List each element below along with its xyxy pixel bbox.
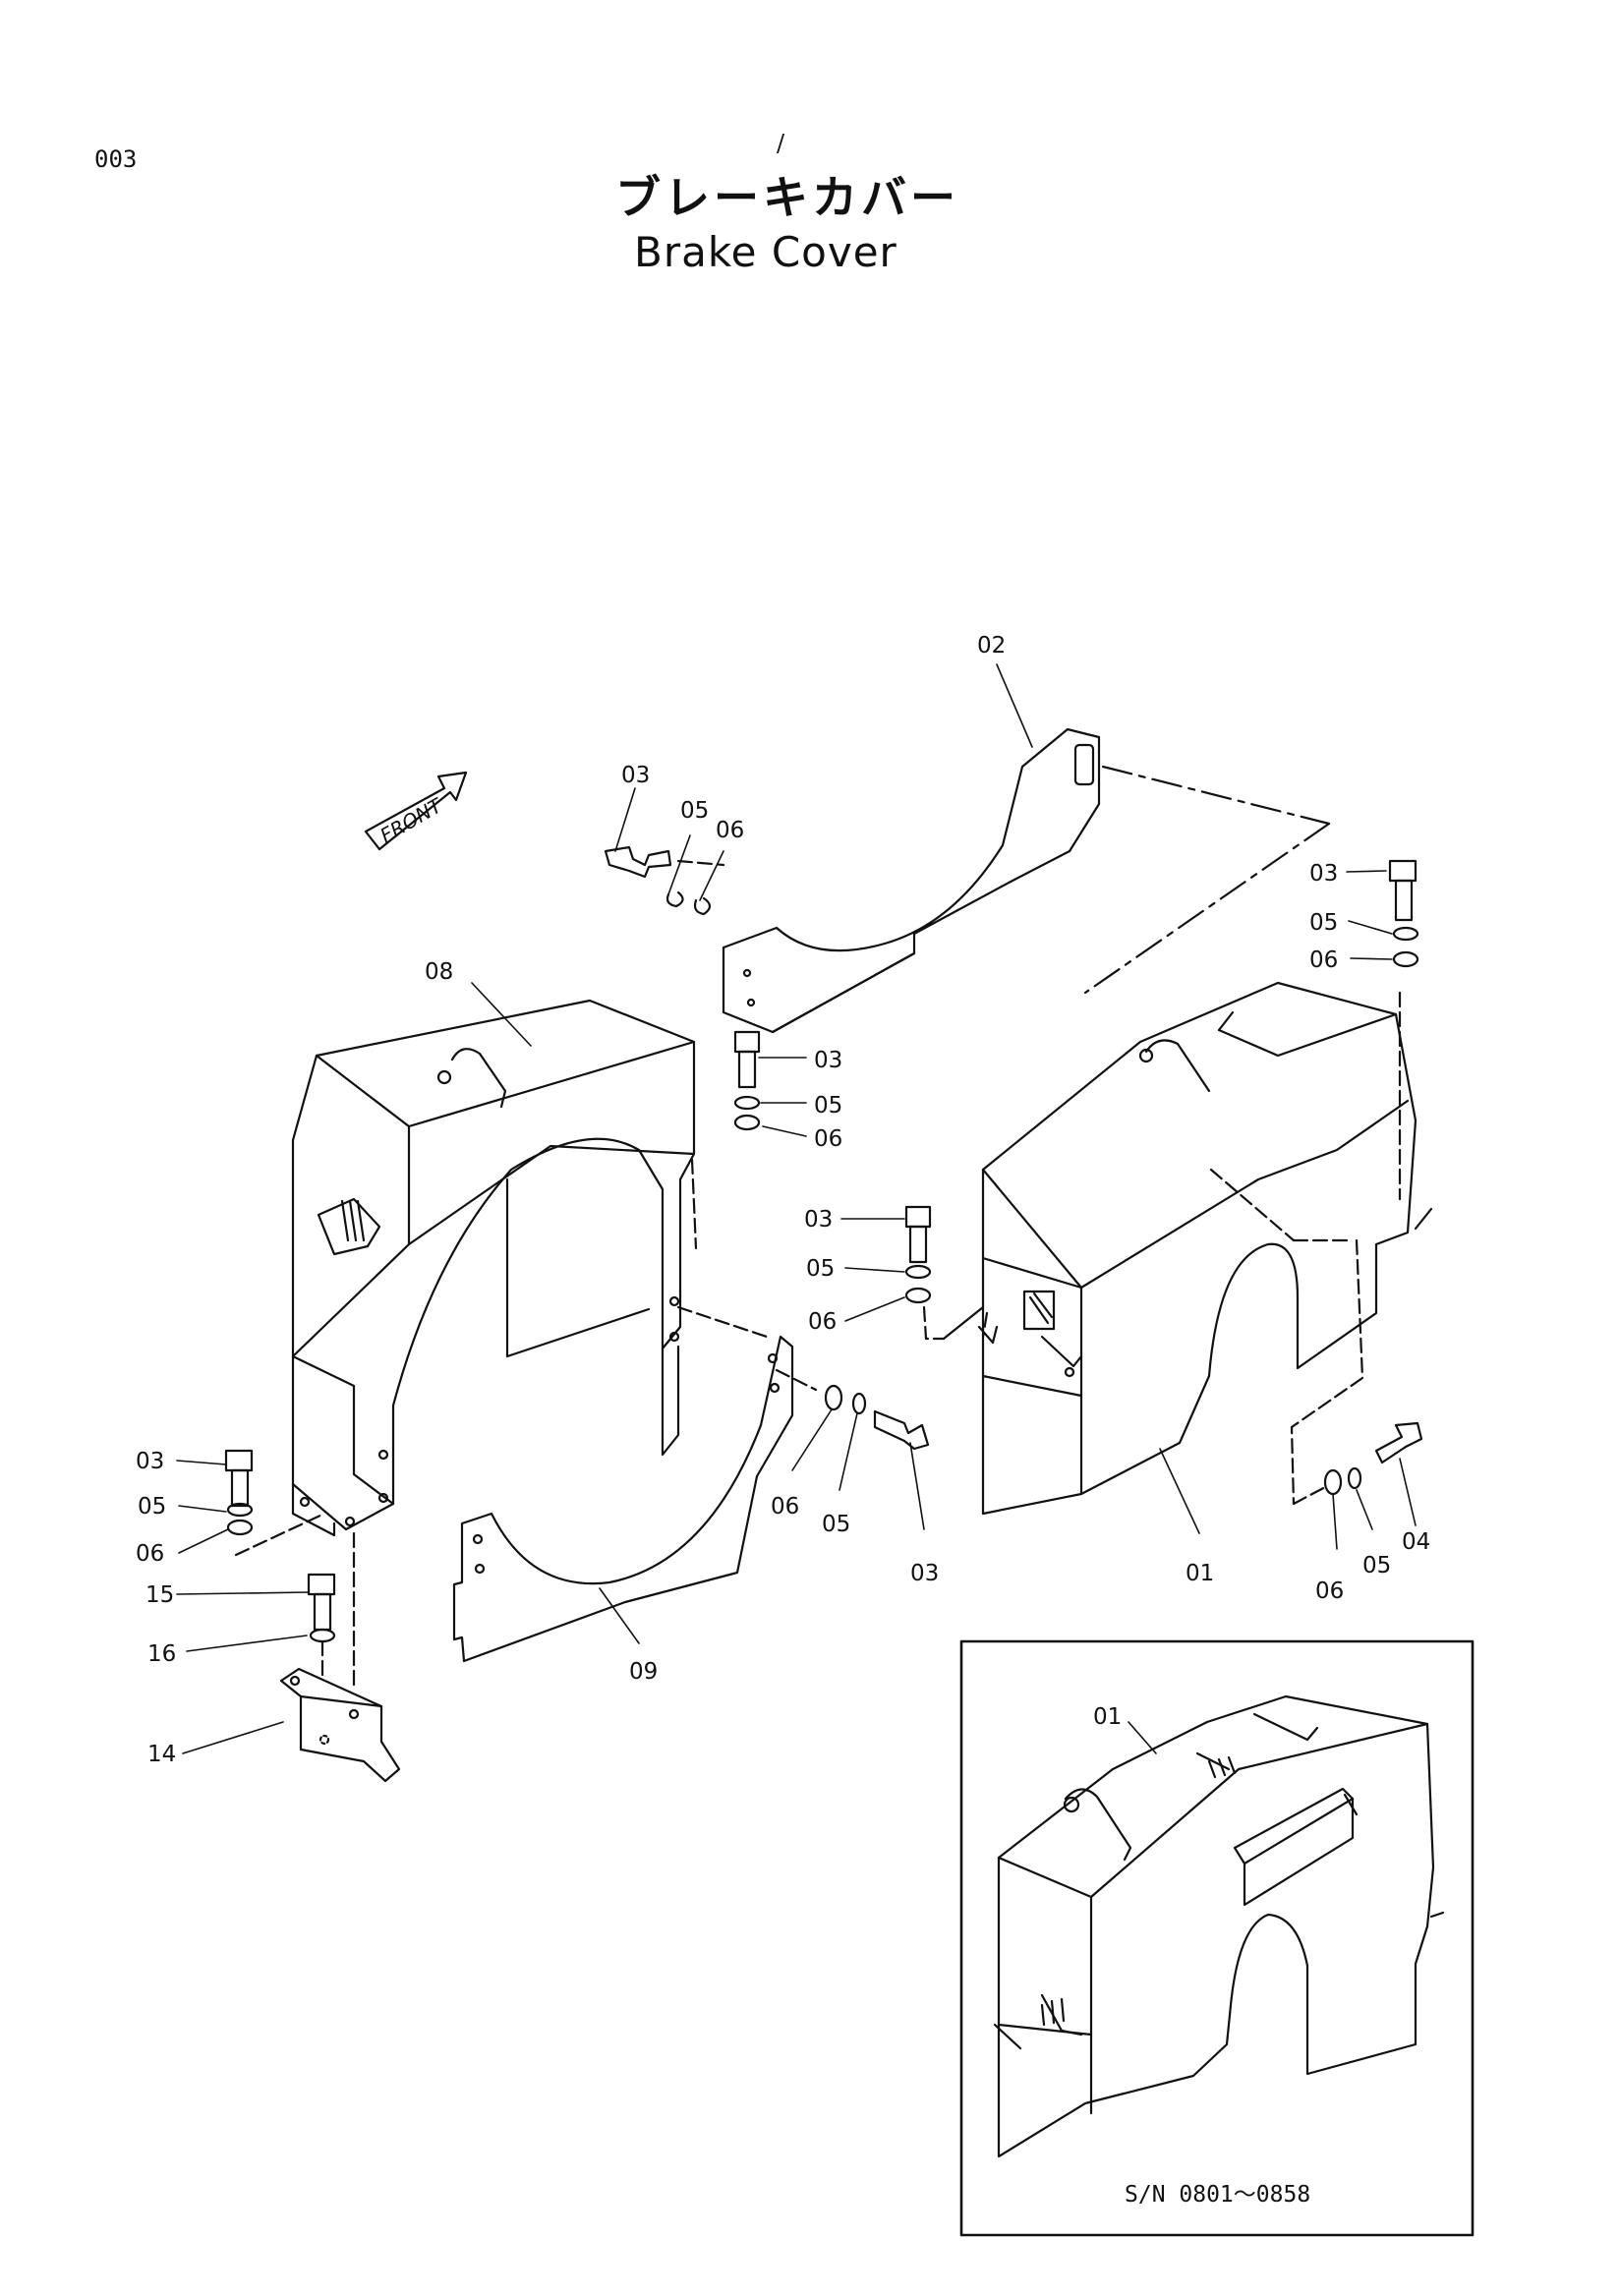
callout-03-mid: 03 — [814, 1048, 842, 1073]
title-english: Brake Cover — [634, 228, 897, 276]
callout-04-bottom-right: 04 — [1402, 1529, 1430, 1555]
front-arrow-icon: FRONT — [364, 771, 468, 851]
part-01-right-cover — [922, 981, 1433, 1516]
hardware-top — [604, 845, 725, 916]
callout-06-center: 06 — [808, 1309, 837, 1335]
part-09-lower-plate — [452, 1335, 818, 1663]
hardware-mid — [733, 1030, 761, 1131]
callout-14: 14 — [147, 1742, 176, 1767]
callout-05-top: 05 — [680, 798, 709, 824]
callout-02: 02 — [977, 633, 1006, 659]
callout-06-right: 06 — [1309, 947, 1338, 973]
part-08-left-cover — [234, 999, 769, 1693]
callout-03-low: 03 — [910, 1561, 939, 1586]
callout-03-right: 03 — [1309, 861, 1338, 887]
callout-03-center: 03 — [804, 1207, 833, 1233]
callout-05-center: 05 — [806, 1256, 835, 1282]
callout-08: 08 — [425, 959, 453, 985]
callout-06-left: 06 — [136, 1541, 164, 1567]
callout-05-low: 05 — [822, 1512, 850, 1537]
callout-06-bottom-right: 06 — [1315, 1578, 1344, 1604]
callout-05-left: 05 — [138, 1494, 166, 1520]
part-02-upper-plate — [722, 727, 1331, 1034]
hardware-bottom-right — [1292, 1421, 1423, 1506]
inset-panel: 01 S/N 0801～0858 — [959, 1639, 1475, 2237]
front-arrow-label: FRONT — [376, 792, 448, 847]
page-mark: / — [777, 130, 785, 157]
callout-03-top: 03 — [621, 763, 650, 788]
leader-lines — [176, 663, 1417, 1754]
callout-15: 15 — [145, 1582, 174, 1608]
title-japanese: ブレーキカバー — [615, 171, 959, 224]
callout-09: 09 — [629, 1659, 658, 1685]
serial-number-range: S/N 0801～0858 — [1125, 2182, 1310, 2208]
callout-06-mid: 06 — [814, 1126, 842, 1152]
inset-callout-01: 01 — [1093, 1704, 1122, 1730]
hardware-right — [1388, 859, 1419, 968]
part-14-bracket — [279, 1667, 401, 1783]
callout-03-left: 03 — [136, 1449, 164, 1474]
hardware-center — [904, 1205, 932, 1304]
callout-16: 16 — [147, 1641, 176, 1667]
callout-05-mid: 05 — [814, 1093, 842, 1119]
callout-06-top: 06 — [716, 818, 744, 843]
callout-01: 01 — [1186, 1561, 1214, 1586]
callout-05-bottom-right: 05 — [1362, 1553, 1391, 1578]
page-number: 003 — [94, 145, 138, 173]
hardware-lower — [824, 1384, 930, 1451]
callout-06-low: 06 — [771, 1494, 799, 1520]
callout-05-right: 05 — [1309, 910, 1338, 936]
